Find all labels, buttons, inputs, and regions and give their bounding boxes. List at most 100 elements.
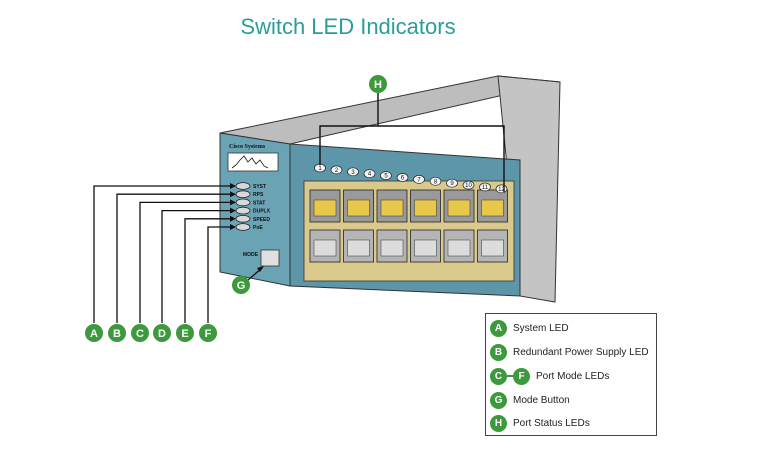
led-duplx (235, 206, 251, 215)
callout-line-d (161, 209, 232, 323)
legend-badge-h: H (490, 414, 507, 432)
port-bottom-contacts-8 (414, 239, 437, 257)
led-stat (235, 198, 251, 207)
c-callout-badge (131, 324, 149, 342)
port-number-11: 11 (482, 185, 489, 191)
port-bottom-contacts-4 (347, 239, 370, 257)
h-bracket (319, 125, 505, 192)
diagram-title: Switch LED Indicators (240, 14, 456, 39)
port-bottom-contacts-2 (313, 239, 337, 257)
a-callout-text: A (90, 328, 98, 340)
h-callout-text: H (374, 79, 382, 91)
d-callout-text: D (158, 328, 166, 340)
c-callout-text: C (136, 328, 144, 340)
port-top-contacts-9 (447, 199, 471, 217)
callout-line-f (207, 226, 232, 323)
callout-arrowhead-a (230, 183, 236, 189)
led-label-rps: RPS (253, 192, 264, 198)
mode-button[interactable] (260, 249, 280, 267)
legend-badge-g: G (490, 391, 507, 409)
led-label-stat: STAT (253, 200, 265, 206)
led-speed (235, 215, 251, 223)
led-rps (235, 190, 251, 199)
led-syst (235, 182, 251, 190)
f-callout-text: F (205, 328, 212, 340)
port-status-led-4 (363, 169, 376, 179)
port-status-led-3 (347, 167, 359, 177)
callout-arrowhead-e (230, 215, 236, 222)
b-callout-text: B (113, 328, 121, 340)
callout-arrowhead-f (230, 224, 236, 230)
legend-badge-a: A (490, 319, 507, 337)
legend-row-system: A System LED (490, 319, 569, 337)
port-status-led-7 (413, 175, 425, 184)
port-number-10: 10 (465, 183, 472, 189)
legend-row-rps: B Redundant Power Supply LED (490, 343, 649, 361)
port-number-8: 8 (434, 179, 438, 185)
port-number-1: 1 (318, 166, 322, 172)
port-status-led-2 (330, 165, 343, 175)
callout-arrowhead-b (230, 191, 236, 198)
callout-line-e (184, 218, 232, 323)
port-status-led-9 (446, 178, 458, 188)
led-label-poe: PoE (253, 225, 263, 231)
port-number-12: 12 (498, 187, 505, 193)
legend-badge-c: C (490, 367, 507, 385)
port-top-contacts-7 (414, 199, 437, 217)
port-top-contacts-3 (347, 199, 370, 217)
port-status-led-11 (479, 182, 491, 192)
legend-badge-b: B (490, 343, 507, 361)
port-bottom-contacts-10 (447, 239, 471, 257)
port-bottom-contacts-6 (380, 239, 404, 257)
led-label-speed: SPEED (253, 217, 270, 223)
legend-text-port-mode: Port Mode LEDs (536, 370, 610, 382)
cisco-logo-text: Cisco Systems (229, 144, 266, 150)
port-number-7: 7 (417, 177, 421, 183)
callout-line-c (139, 201, 232, 323)
h-callout-badge (369, 75, 387, 93)
callout-line-b (116, 193, 232, 323)
d-callout-badge (153, 324, 171, 342)
led-label-duplx: DUPLX (253, 209, 271, 215)
legend-text-rps: Redundant Power Supply LED (513, 346, 649, 358)
g-callout-text: G (237, 280, 246, 292)
legend-row-mode-button: G Mode Button (490, 391, 570, 409)
legend-text-port-status: Port Status LEDs (513, 417, 590, 429)
port-number-6: 6 (401, 176, 405, 182)
f-callout-badge (199, 324, 217, 342)
port-top-contacts-11 (481, 199, 504, 217)
port-number-2: 2 (335, 168, 339, 174)
mode-label: MODE (243, 252, 259, 258)
led-label-syst: SYST (253, 184, 266, 190)
legend-range-dash (507, 375, 513, 377)
port-number-5: 5 (384, 174, 388, 180)
legend-box: A System LED B Redundant Power Supply LE… (485, 313, 657, 436)
led-poe (235, 223, 251, 231)
a-callout-badge (85, 324, 103, 342)
logo-graph-box (227, 152, 279, 172)
port-number-9: 9 (450, 181, 454, 187)
e-callout-badge (176, 324, 194, 342)
b-callout-badge (108, 324, 126, 342)
callout-arrowhead-d (230, 207, 236, 214)
legend-badge-f: F (513, 367, 530, 385)
legend-row-port-mode: C F Port Mode LEDs (490, 367, 609, 385)
g-callout-badge (232, 276, 250, 294)
g-arrow-head (257, 266, 264, 272)
callout-line-a (93, 185, 232, 323)
legend-row-port-status: H Port Status LEDs (490, 414, 590, 432)
logo-bars-icon (231, 155, 269, 169)
callout-arrowhead-c (230, 199, 236, 206)
port-status-led-8 (429, 176, 442, 186)
port-top-contacts-5 (380, 199, 404, 217)
legend-text-system: System LED (513, 322, 569, 334)
port-top-contacts-1 (313, 199, 337, 217)
port-status-led-10 (462, 180, 475, 190)
legend-text-mode-button: Mode Button (513, 394, 570, 406)
port-status-led-5 (380, 171, 392, 180)
port-bottom-contacts-12 (481, 239, 504, 257)
port-status-led-6 (396, 173, 409, 182)
port-number-3: 3 (351, 170, 355, 176)
port-number-4: 4 (368, 172, 372, 178)
